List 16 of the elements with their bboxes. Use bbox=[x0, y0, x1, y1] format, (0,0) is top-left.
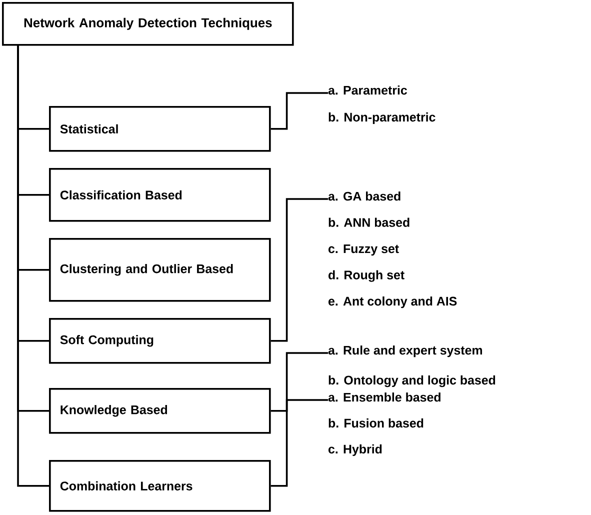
category-box: Clustering and Outlier Based bbox=[49, 238, 271, 302]
category-box: Classification Based bbox=[49, 168, 271, 222]
tree-connector bbox=[17, 46, 49, 487]
item-list: a. Ensemble based b. Fusion based c. Hybrid bbox=[328, 392, 440, 456]
title-box: Network Anomaly Detection Techniques bbox=[2, 2, 294, 46]
category-box: Soft Computing bbox=[49, 318, 271, 364]
bracket-connector bbox=[270, 352, 328, 412]
category-box: Combination Learners bbox=[49, 460, 271, 512]
item-list: a. Parametric b. Non-parametric bbox=[328, 86, 436, 124]
category-box: Statistical bbox=[49, 106, 271, 152]
bracket-connector bbox=[270, 198, 328, 342]
bracket-connector bbox=[270, 399, 328, 487]
item-list: a. Rule and expert system b. Ontology and logic based bbox=[328, 345, 496, 388]
item-list: a. GA based b. ANN based c. Fuzzy set d. Rough set e. Ant colony and AIS bbox=[328, 192, 457, 308]
bracket-connector bbox=[270, 92, 328, 130]
category-box: Knowledge Based bbox=[49, 388, 271, 434]
